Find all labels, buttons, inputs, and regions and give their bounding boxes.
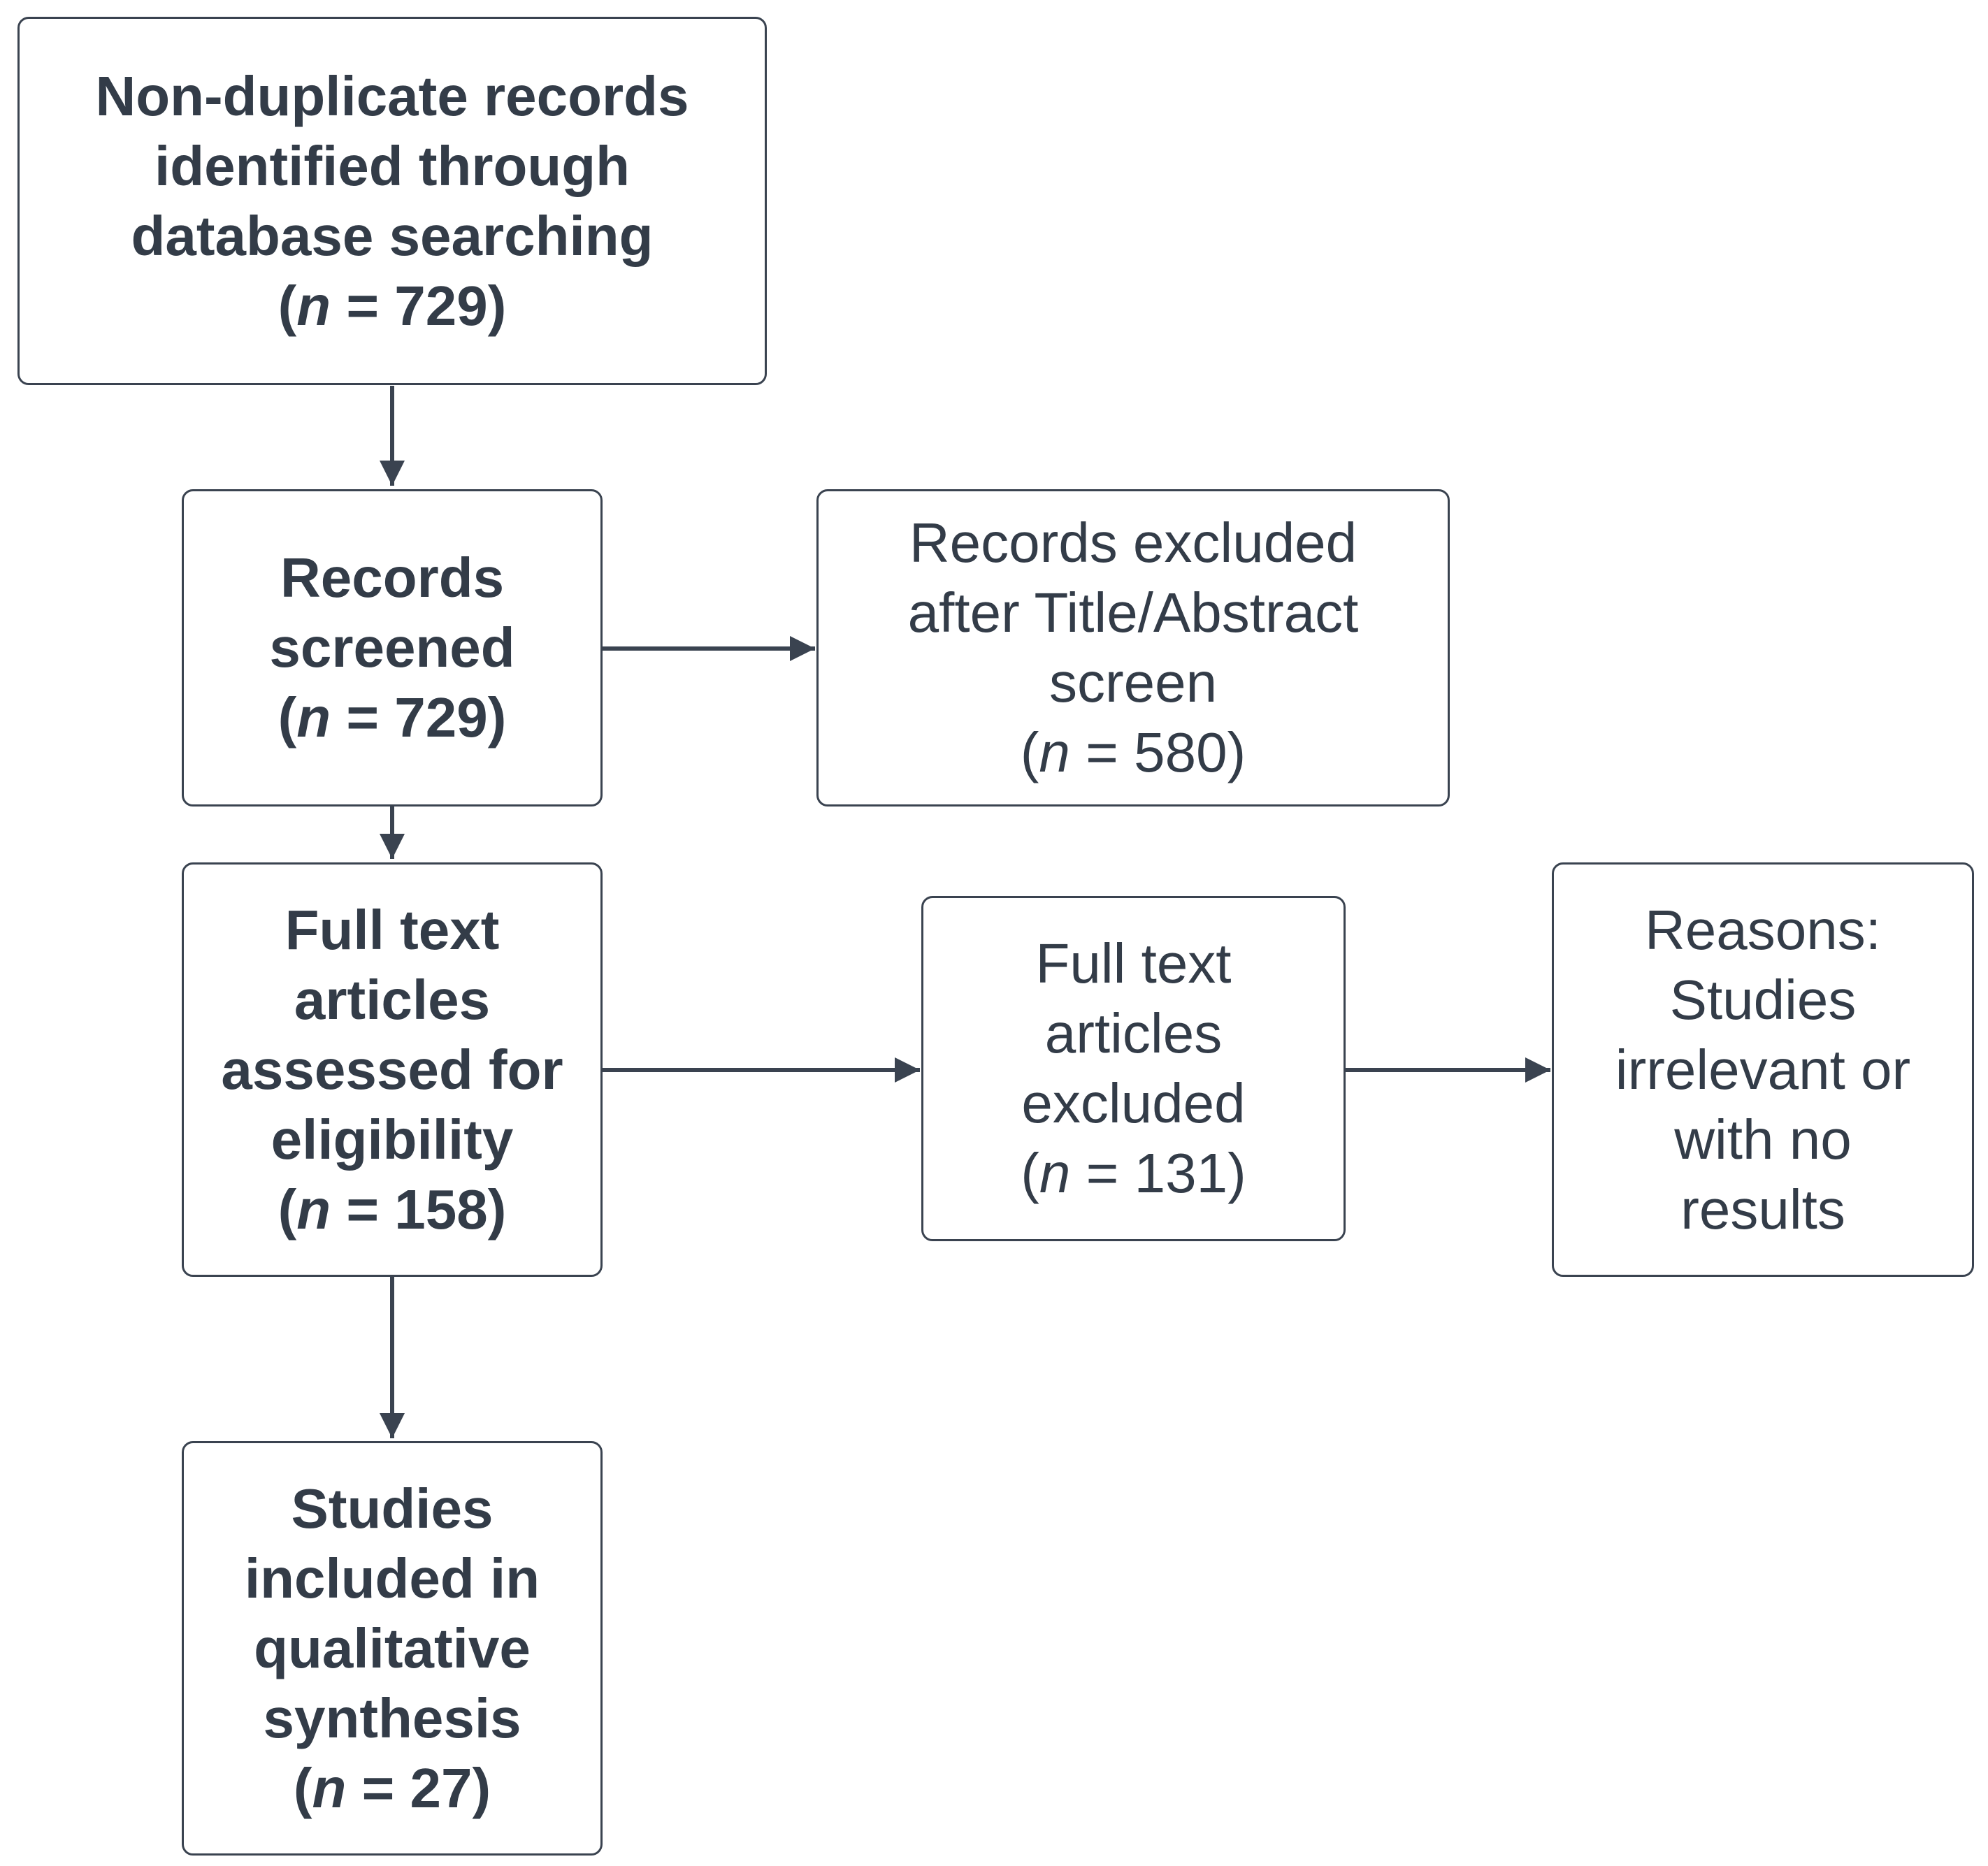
box-line: included in: [244, 1547, 540, 1610]
box-line: after Title/Abstract: [907, 581, 1359, 644]
box-count: (n = 729): [278, 274, 507, 337]
box-records-screened: Records screened (n = 729): [182, 489, 603, 807]
box-line: results: [1680, 1178, 1845, 1241]
box-full-text-excluded: Full text articles excluded (n = 131): [921, 896, 1346, 1241]
box-line: eligibility: [271, 1108, 514, 1171]
box-count: (n = 580): [1020, 721, 1246, 783]
box-line: synthesis: [263, 1686, 521, 1749]
box-full-text-assessed: Full text articles assessed for eligibil…: [182, 862, 603, 1277]
box-exclusion-reasons: Reasons: Studies irrelevant or with no r…: [1552, 862, 1974, 1277]
box-line: qualitative: [254, 1617, 531, 1679]
box-studies-included: Studies included in qualitative synthesi…: [182, 1441, 603, 1856]
box-line: database searching: [131, 204, 654, 267]
box-line: Reasons:: [1645, 898, 1881, 961]
box-line: identified through: [154, 134, 630, 197]
box-line: excluded: [1021, 1072, 1246, 1134]
box-line: Studies: [1669, 968, 1857, 1031]
box-line: Records excluded: [909, 512, 1357, 574]
box-count: (n = 729): [278, 686, 507, 748]
box-line: Full text: [1035, 932, 1232, 995]
box-line: irrelevant or: [1615, 1038, 1911, 1101]
box-count: (n = 27): [293, 1756, 491, 1819]
box-count: (n = 158): [278, 1178, 507, 1241]
box-line: screened: [269, 616, 515, 679]
box-line: screen: [1049, 651, 1218, 714]
box-line: Non-duplicate records: [95, 64, 689, 127]
box-records-excluded: Records excluded after Title/Abstract sc…: [816, 489, 1450, 807]
box-records-identified: Non-duplicate records identified through…: [17, 17, 767, 385]
box-line: articles: [1044, 1002, 1223, 1064]
box-line: with no: [1674, 1108, 1852, 1171]
box-line: Studies: [291, 1477, 494, 1540]
box-count: (n = 131): [1021, 1142, 1246, 1204]
box-line: Full text: [284, 898, 500, 961]
box-line: articles: [294, 968, 491, 1031]
box-line: Records: [280, 547, 505, 609]
box-line: assessed for: [221, 1038, 563, 1101]
